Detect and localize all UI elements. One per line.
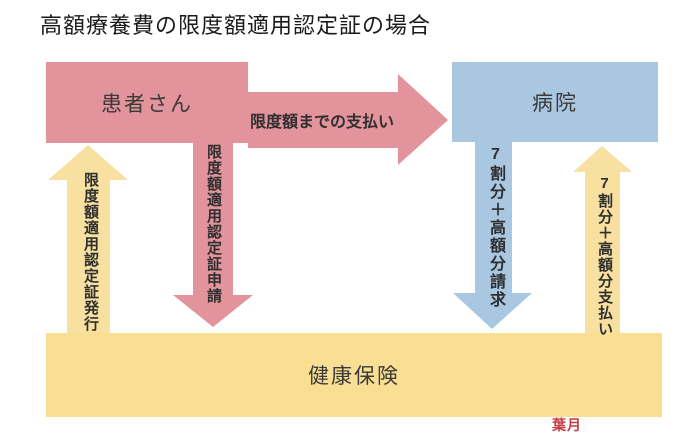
flow-label-claim: 7割分＋高額分請求 xyxy=(487,146,504,309)
arrow-right-payment-to-limit xyxy=(248,74,448,165)
arrow-down-certificate-apply xyxy=(173,140,253,327)
flow-label-certificate-issue: 限度額適用認定証発行 xyxy=(82,172,99,332)
node-insurance-label: 健康保険 xyxy=(308,365,400,388)
flow-label-certificate-apply: 限度額適用認定証申請 xyxy=(205,144,222,304)
arrow-up-certificate-issue xyxy=(48,145,128,334)
node-hospital: 病院 xyxy=(452,62,658,142)
node-patient: 患者さん xyxy=(46,62,248,143)
node-hospital-label: 病院 xyxy=(532,92,578,115)
flow-label-reimburse: 7割分＋高額分支払い xyxy=(596,175,613,337)
arrow-up-reimburse xyxy=(573,146,632,334)
page-title: 高額療養費の限度額適用認定証の場合 xyxy=(40,13,432,38)
node-insurance: 健康保険 xyxy=(46,333,662,417)
flow-label-payment-to-limit: 限度額までの支払い xyxy=(249,114,394,131)
signature-text: 葉月 xyxy=(552,417,582,433)
node-patient-label: 患者さん xyxy=(101,92,193,116)
arrow-down-claim xyxy=(453,140,532,329)
